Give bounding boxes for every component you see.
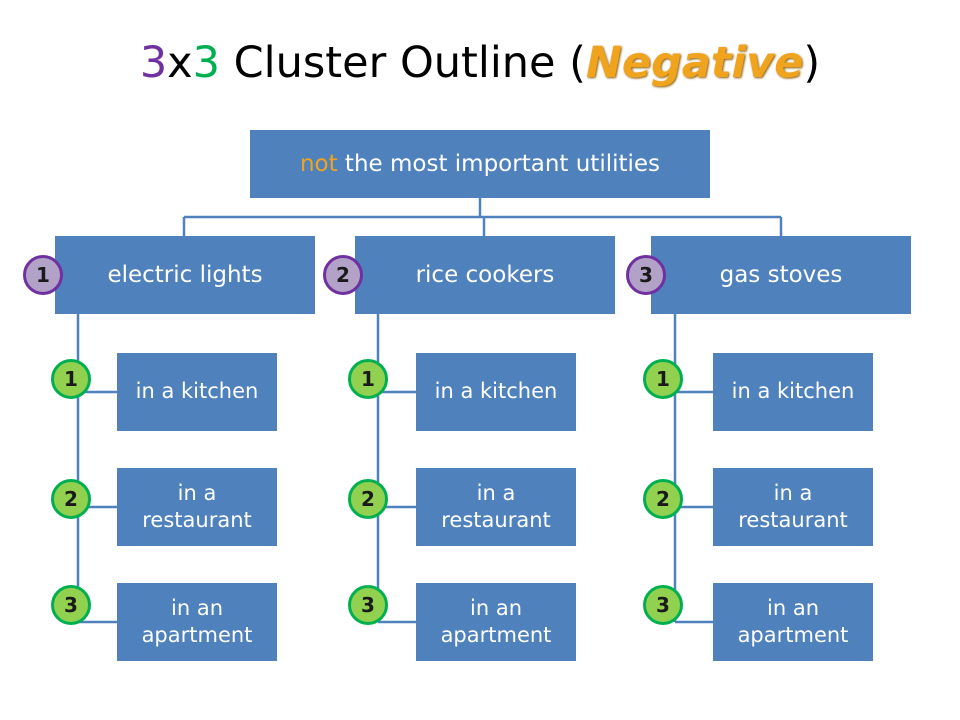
leaf-node: in an apartment [713,583,873,661]
leaf-label: in a restaurant [441,480,551,532]
leaf-badge: 1 [643,359,683,399]
leaf-label: in an apartment [737,595,849,647]
branch-badge-3: 3 [626,255,666,295]
root-not: not [299,151,338,177]
slide-title: 3x3 Cluster Outline (Negative) [0,38,960,88]
branch-label: electric lights [107,262,263,288]
branch-node-2: rice cookers [355,236,615,314]
leaf-node: in a kitchen [713,353,873,431]
branch-node-1: electric lights [55,236,315,314]
leaf-badge: 1 [348,359,388,399]
root-node: not the most important utilities [250,130,710,198]
root-label: the most important utilities [337,151,661,177]
title-negative: Negative [585,38,804,88]
leaf-badge: 2 [643,479,683,519]
leaf-node: in an apartment [117,583,277,661]
branch-label: rice cookers [415,262,555,288]
leaf-label: in a restaurant [738,480,848,532]
leaf-badge: 3 [643,585,683,625]
branch-badge-1: 1 [23,255,63,295]
branch-badge-2: 2 [323,255,363,295]
leaf-node: in a restaurant [117,468,277,546]
leaf-badge: 1 [51,359,91,399]
leaf-node: in a kitchen [416,353,576,431]
title-text: Cluster Outline ( [219,38,586,88]
title-digit-1: 3 [139,38,168,88]
branch-label: gas stoves [719,262,843,288]
leaf-label: in an apartment [141,595,253,647]
branch-node-3: gas stoves [651,236,911,314]
leaf-label: in an apartment [440,595,552,647]
leaf-node: in a restaurant [713,468,873,546]
title-digit-2: 3 [192,38,220,88]
leaf-badge: 2 [348,479,388,519]
leaf-label: in a restaurant [142,480,252,532]
title-x: x [167,38,193,88]
leaf-node: in an apartment [416,583,576,661]
leaf-badge: 3 [348,585,388,625]
leaf-node: in a kitchen [117,353,277,431]
leaf-label: in a kitchen [434,379,558,404]
leaf-node: in a restaurant [416,468,576,546]
title-close-paren: ) [803,38,821,88]
leaf-label: in a kitchen [135,379,259,404]
leaf-badge: 3 [51,585,91,625]
leaf-badge: 2 [51,479,91,519]
leaf-label: in a kitchen [731,379,855,404]
